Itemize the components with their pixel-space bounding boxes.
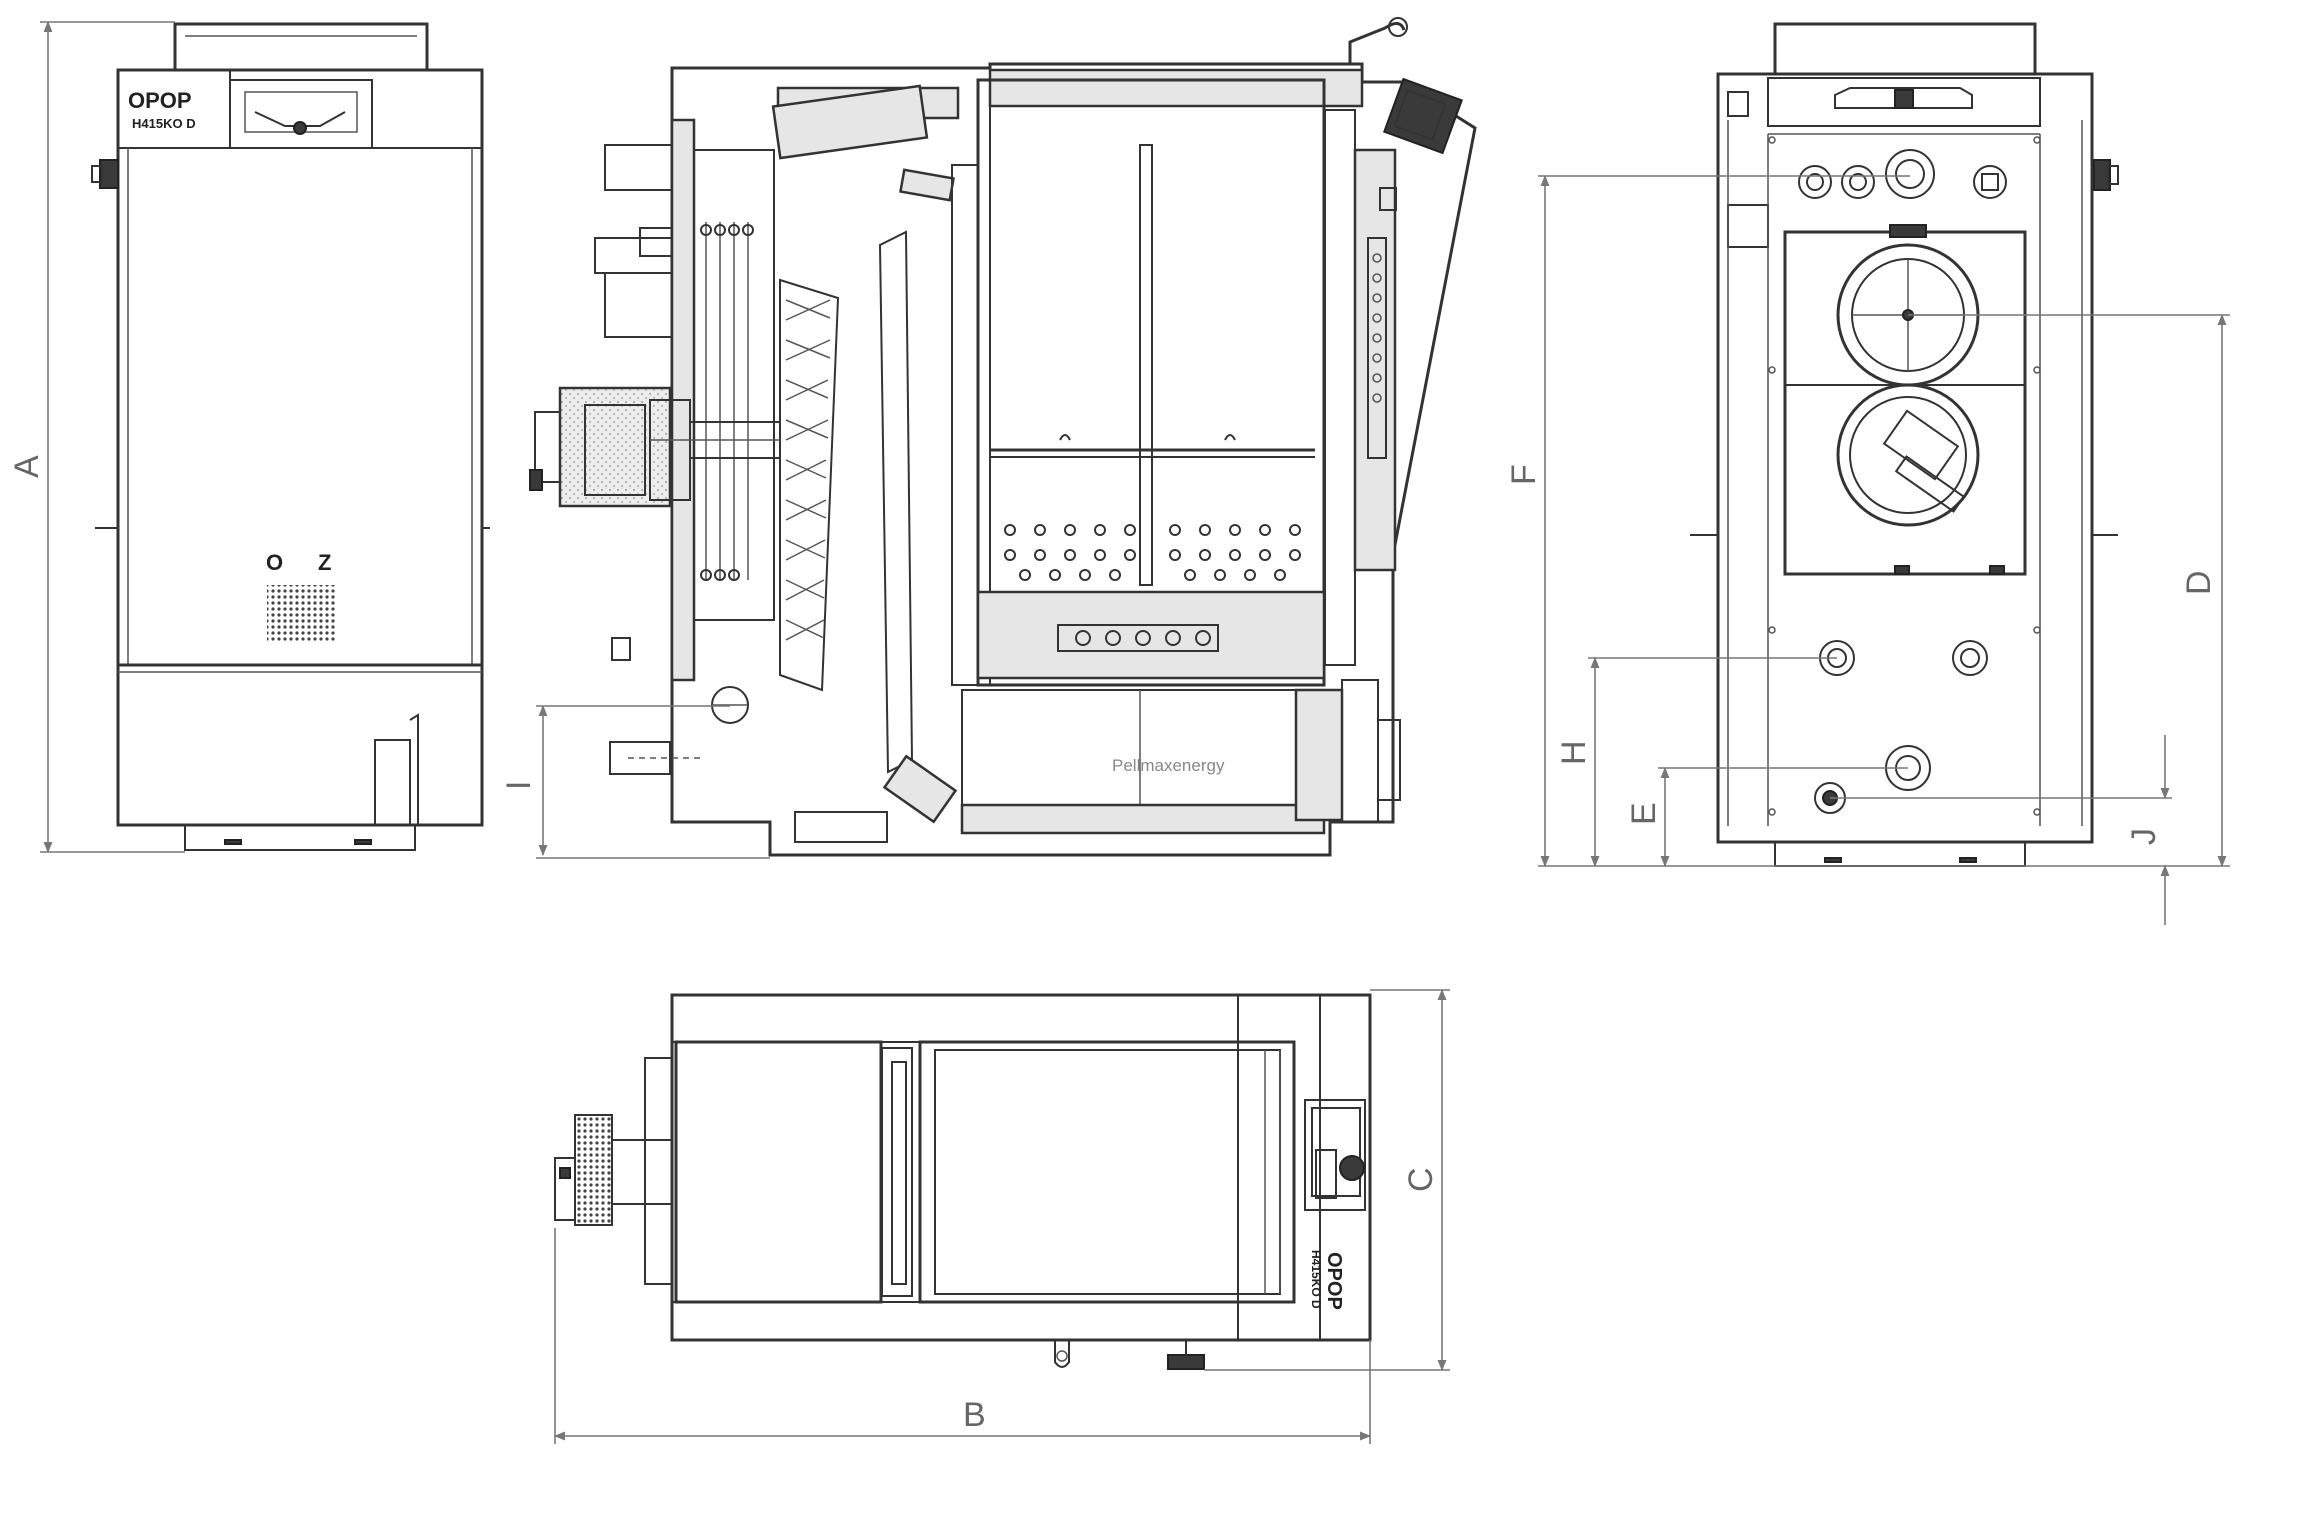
dimension-h (1588, 656, 1837, 868)
top-view (554, 993, 1372, 1370)
control-label-o: O (266, 550, 283, 575)
dimension-a (40, 20, 185, 854)
front-view (91, 22, 490, 851)
dimension-j (1830, 735, 2172, 925)
dimension-label-a: A (8, 455, 46, 478)
dimension-e (1658, 766, 1908, 868)
dimension-c (1204, 988, 1450, 1372)
dimension-label-h: H (1555, 740, 1593, 765)
dimension-label-e: E (1625, 802, 1663, 825)
top-logo-line1: OPOP (1323, 1252, 1345, 1310)
rear-view (1690, 22, 2119, 867)
dimension-label-b: B (963, 1396, 986, 1434)
front-logo-line2: H415KO D (132, 116, 196, 131)
front-logo-line1: OPOP (128, 88, 192, 113)
dimension-label-i: I (500, 781, 538, 790)
dimension-label-j: J (2125, 828, 2163, 845)
dimension-label-f: F (1505, 464, 1543, 485)
dimension-b (553, 1228, 1372, 1444)
dimension-label-c: C (1402, 1167, 1440, 1192)
dimension-label-d: D (2180, 570, 2218, 595)
top-logo-line2: H415KO D (1309, 1250, 1323, 1309)
dimension-i (536, 704, 770, 859)
dimension-d (1908, 313, 2230, 868)
dimension-f (1538, 174, 1910, 868)
control-label-z: Z (318, 550, 331, 575)
watermark: Pellmaxenergy (1112, 756, 1225, 775)
section-view (529, 17, 1477, 857)
